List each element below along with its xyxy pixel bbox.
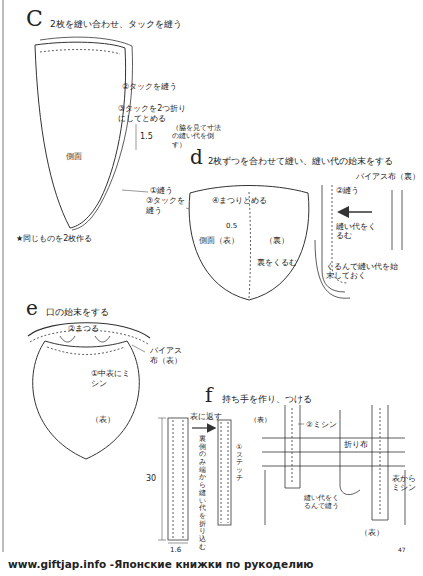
step-heading: 2枚を縫い合わせ、タックを縫う [50, 19, 182, 30]
fold-line [183, 420, 184, 538]
watermark: www.giftjap.info -Японские книжки по рук… [8, 558, 313, 571]
fold-cloth [340, 410, 360, 495]
dimension: 30 [146, 474, 156, 484]
part-label: 側面（表） [199, 236, 239, 246]
callout-text: くるんで縫い代を始末しておく [326, 262, 398, 280]
leader-line [298, 424, 304, 425]
callout-text: ①縫う [150, 186, 173, 196]
part-label: （裏） [265, 236, 289, 246]
callout-text: 折り布 [344, 440, 368, 449]
callout-text: ④まつりとめる [212, 196, 267, 206]
part-label: ①中表にミシン [91, 369, 131, 388]
page-number: 47 [398, 546, 406, 553]
gathers [60, 336, 110, 342]
bag-body [265, 470, 405, 525]
callout-text: 縫い代をくるむ [336, 222, 382, 240]
leader-line [122, 190, 148, 192]
step-letter: e [26, 296, 38, 320]
direction-arrow [340, 211, 372, 213]
step-heading: 2枚ずつを合わせて縫い、縫い代の始末をする [208, 156, 393, 166]
step-heading: 口の始末をする [46, 307, 109, 318]
step-heading: 持ち手を作り、つける [222, 394, 312, 405]
direction-arrow [192, 427, 214, 428]
step-letter: C [26, 6, 43, 32]
bag-mouth [262, 438, 405, 466]
dimension: 1.6 [170, 546, 181, 554]
stitch-line [40, 50, 120, 54]
step-letter: f [205, 383, 212, 407]
callout-text: 表に返す [190, 412, 222, 421]
callout-text: ①ステッチ [236, 444, 243, 482]
callout-text: バイアス布（裏） [356, 172, 420, 181]
callout-text: ③タックを縫う [146, 196, 186, 215]
callout-text: ②タックを縫う [122, 82, 177, 92]
callout-text: ②まつる [68, 324, 99, 334]
panel-outline [35, 42, 126, 228]
dimension-line [168, 543, 188, 544]
page-edge [2, 0, 4, 552]
handle-end [372, 405, 388, 520]
callout-text: （表） [250, 416, 271, 424]
dimension-line [162, 418, 163, 540]
callout-text: 表からミシン [392, 474, 418, 492]
callout-text: （表） [360, 528, 384, 537]
handle-end [285, 405, 300, 488]
panel-outline [25, 335, 147, 463]
bias-binding [28, 323, 150, 338]
panel-outline [30, 40, 130, 230]
bag-body: ①中表にミシン （表） [25, 335, 147, 463]
callout-text: ②縫う [336, 186, 359, 196]
side-panel: 側面 [30, 40, 130, 230]
note-text: ★同じものを2枚作る [16, 234, 92, 244]
part-label: 側面 [66, 152, 82, 162]
stitch-line [47, 347, 125, 355]
part-label: 裏をくるむ [257, 258, 297, 268]
leader-line [132, 345, 145, 352]
callout-text: 裏側のみ端から縫い代を折り込む [199, 436, 206, 551]
callout-text: 縫い代をくるんで縫う [304, 494, 340, 511]
handle-folded [218, 420, 231, 525]
handle-strip [168, 418, 188, 540]
part-label: （表） [91, 415, 115, 425]
step-letter: d [190, 145, 203, 169]
dimension-line [136, 124, 137, 150]
callout-text: ③タックを2つ折りにしてとめる [118, 104, 192, 123]
callout-text: バイアス布（表） [150, 346, 186, 365]
dimension: 1.5 [140, 132, 153, 142]
stitch-line [249, 192, 251, 298]
dimension: 0.5 [226, 222, 237, 230]
callout-text: ②ミシン [306, 420, 337, 429]
fold-line [173, 420, 174, 538]
panel-outline [33, 341, 140, 459]
panel-outline [189, 186, 309, 301]
bias-strip [392, 190, 402, 250]
